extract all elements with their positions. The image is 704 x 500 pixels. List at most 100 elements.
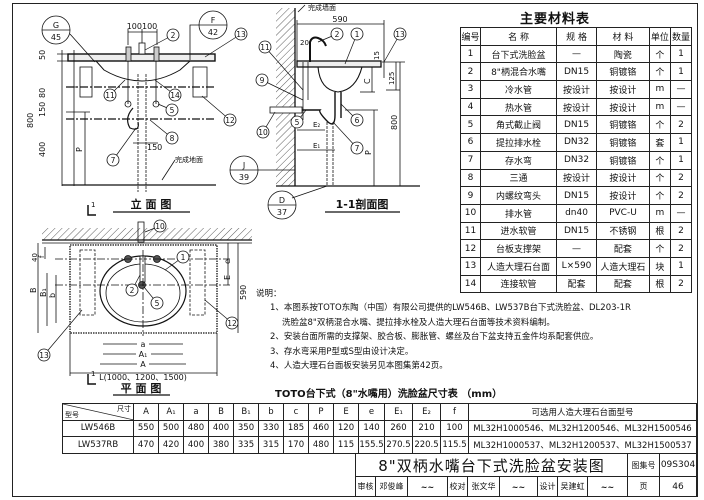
table-cell: 陶瓷 — [596, 44, 650, 64]
dim-label: E₂ — [313, 121, 320, 129]
callout-circle — [223, 113, 237, 127]
table-cell: 2 — [669, 274, 693, 294]
column-header: 单位 — [648, 27, 671, 46]
table-cell: 210 — [412, 419, 441, 437]
table-cell: 4 — [459, 97, 482, 117]
table-cell: 台下式洗脸盆 — [480, 44, 557, 64]
column-header: A — [133, 403, 159, 421]
support-bracket-right — [192, 66, 208, 98]
ref-letter: D — [279, 196, 285, 205]
table-cell: 400 — [183, 436, 209, 454]
table-cell: m — [648, 97, 671, 117]
table-cell: 配套 — [596, 239, 650, 258]
table-cell: DN15 — [555, 221, 598, 241]
elevation-view — [41, 10, 228, 216]
table-cell: 按设计 — [555, 97, 598, 117]
basin-outline — [95, 60, 191, 82]
table-cell: 人造大理石 — [596, 256, 650, 276]
corner-bottom-label: 型号 — [65, 410, 79, 419]
callout-number: 13 — [395, 30, 405, 39]
dim-label: B — [29, 288, 38, 294]
callout-circle — [103, 88, 117, 102]
column-header: f — [440, 403, 469, 421]
leader-line — [204, 33, 242, 58]
callout-circle — [125, 283, 139, 297]
dim-label: 590 — [332, 15, 347, 24]
notes-label: 说明： — [256, 289, 282, 299]
callout-1: 1 — [344, 27, 364, 65]
designer-signature: ~~ — [587, 476, 628, 497]
table-cell: 提拉排水栓 — [480, 133, 557, 152]
table-cell: 台板支撑架 — [480, 239, 557, 258]
column-header: e — [358, 403, 385, 421]
callout-circle — [153, 219, 167, 233]
table-cell: 2 — [669, 186, 693, 205]
table-cell: 14 — [459, 274, 482, 294]
callout-circle — [256, 125, 270, 139]
callout-circle — [330, 27, 344, 41]
ref-page: 39 — [239, 173, 249, 182]
callout-number: 5 — [155, 299, 160, 308]
dim-label: a — [141, 340, 146, 349]
table-cell: 1 — [459, 44, 482, 64]
note-item: 4、人造大理石台面板安装另见本图集第42页。 — [270, 361, 448, 372]
callout-7: 6 — [340, 103, 364, 127]
dim-label: E — [223, 275, 232, 280]
table-cell: 按设计 — [596, 80, 650, 99]
column-header: A₁ — [158, 403, 184, 421]
ref-letter: G — [53, 21, 59, 30]
ref-letter: J — [242, 161, 245, 170]
table-cell: 配套 — [596, 274, 650, 294]
table-cell: DN32 — [555, 133, 598, 152]
review-label: 审核 — [355, 476, 376, 497]
callout-circle — [150, 296, 164, 310]
callout-7: 7 — [106, 127, 137, 167]
table-cell: 380 — [208, 436, 234, 454]
view-title: 1-1剖面图 — [336, 197, 389, 211]
table-cell: 个 — [648, 62, 671, 82]
table-cell: 315 — [258, 436, 284, 454]
table-cell: DN15 — [555, 115, 598, 135]
ref-page: 37 — [277, 208, 287, 217]
callout-4: 9 — [255, 73, 304, 101]
leader-line — [112, 127, 137, 161]
callout-number: 9 — [260, 76, 265, 85]
table-cell: 按设计 — [555, 168, 598, 188]
materials-title: 主要材料表 — [520, 12, 591, 27]
callout-circle — [225, 316, 239, 330]
table-cell: PVC-U — [596, 203, 650, 223]
table-cell: ML32H1000546、ML32H1200546、ML32H1500546 — [468, 419, 697, 437]
basin-bowl — [317, 66, 363, 93]
table-cell: 115 — [333, 436, 359, 454]
callout-2: 11 — [103, 79, 126, 102]
table-cell: 铜镀铬 — [596, 133, 650, 152]
callout-circle — [350, 141, 364, 155]
table-cell: 2 — [669, 221, 693, 241]
callout-number: 7 — [355, 144, 360, 153]
table-cell: 根 — [648, 221, 671, 241]
design-label: 设计 — [537, 476, 558, 497]
plan-view — [37, 221, 252, 396]
table-header-row: 编号名 称规 格材 料单位数量 — [459, 27, 693, 46]
callout-3: 14 — [154, 79, 182, 102]
table-cell: 6 — [459, 133, 482, 152]
callout-number: 2 — [130, 286, 135, 295]
column-header: b — [258, 403, 284, 421]
table-cell: 个 — [648, 168, 671, 188]
table-cell: 500 — [158, 419, 184, 437]
faucet — [309, 36, 327, 62]
table-cell: — — [555, 44, 598, 64]
model-cell: LW546B — [62, 419, 134, 437]
checker-name: 张文华 — [467, 476, 500, 497]
table-cell: L×590 — [555, 256, 598, 276]
table-cell: 270.5 — [384, 436, 413, 454]
dim-label: 125 — [388, 72, 396, 85]
column-header: E₁ — [384, 403, 413, 421]
